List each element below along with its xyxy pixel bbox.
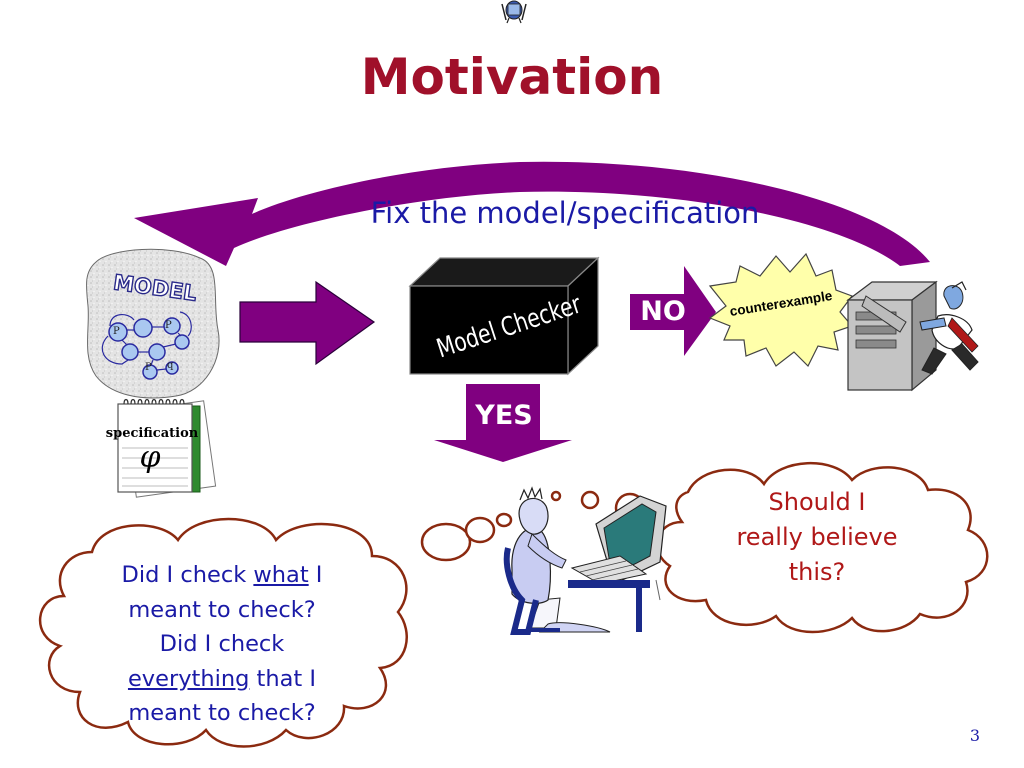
thought-cloud-right <box>655 461 989 634</box>
model-blob <box>85 248 220 399</box>
counterexample-burst <box>708 252 854 368</box>
right-thought-line: Should I <box>768 488 866 516</box>
left-thought-line: Did I check what I <box>121 562 323 588</box>
page-number: 3 <box>969 726 980 745</box>
right-thought-text: Should I really believe this? <box>712 485 922 590</box>
left-thought-line: meant to check? <box>128 596 316 623</box>
right-thought-line: this? <box>788 558 846 586</box>
feedback-arrow <box>134 161 930 266</box>
thought-bubbles <box>420 512 513 562</box>
right-arrow <box>239 280 376 366</box>
logo-icon <box>501 0 527 24</box>
left-thought-text: Did I check what I meant to check? Did I… <box>72 558 372 731</box>
thought-cloud-left <box>38 517 408 748</box>
left-thought-line: Did I check <box>159 631 285 657</box>
yes-arrow <box>434 384 572 462</box>
thinking-person-icon <box>503 486 611 635</box>
node-label-p3: P <box>145 362 152 373</box>
model-graph <box>108 317 190 380</box>
left-thought-line: everything that I <box>127 665 317 692</box>
node-label-q: q <box>167 360 174 371</box>
spec-notepad <box>117 398 217 498</box>
phi-symbol: φ <box>139 440 161 475</box>
computer-tower-icon <box>846 280 938 392</box>
node-label-p2: P <box>165 320 172 331</box>
model-checker-box <box>408 256 600 376</box>
slide-title: Motivation <box>360 48 664 106</box>
fix-model-label: Fix the model/specification <box>370 196 760 230</box>
specification-label: specification <box>105 426 199 441</box>
yes-label: YES <box>475 400 533 431</box>
left-thought-line: meant to check? <box>128 700 316 726</box>
node-label-p1: P <box>113 326 120 337</box>
no-label: NO <box>640 296 686 327</box>
grabbed-man-icon <box>919 281 979 375</box>
right-thought-line: really believe <box>736 523 898 551</box>
model-graph-edges <box>101 311 192 371</box>
no-arrow <box>630 266 716 356</box>
desktop-computer-icon <box>568 495 667 632</box>
